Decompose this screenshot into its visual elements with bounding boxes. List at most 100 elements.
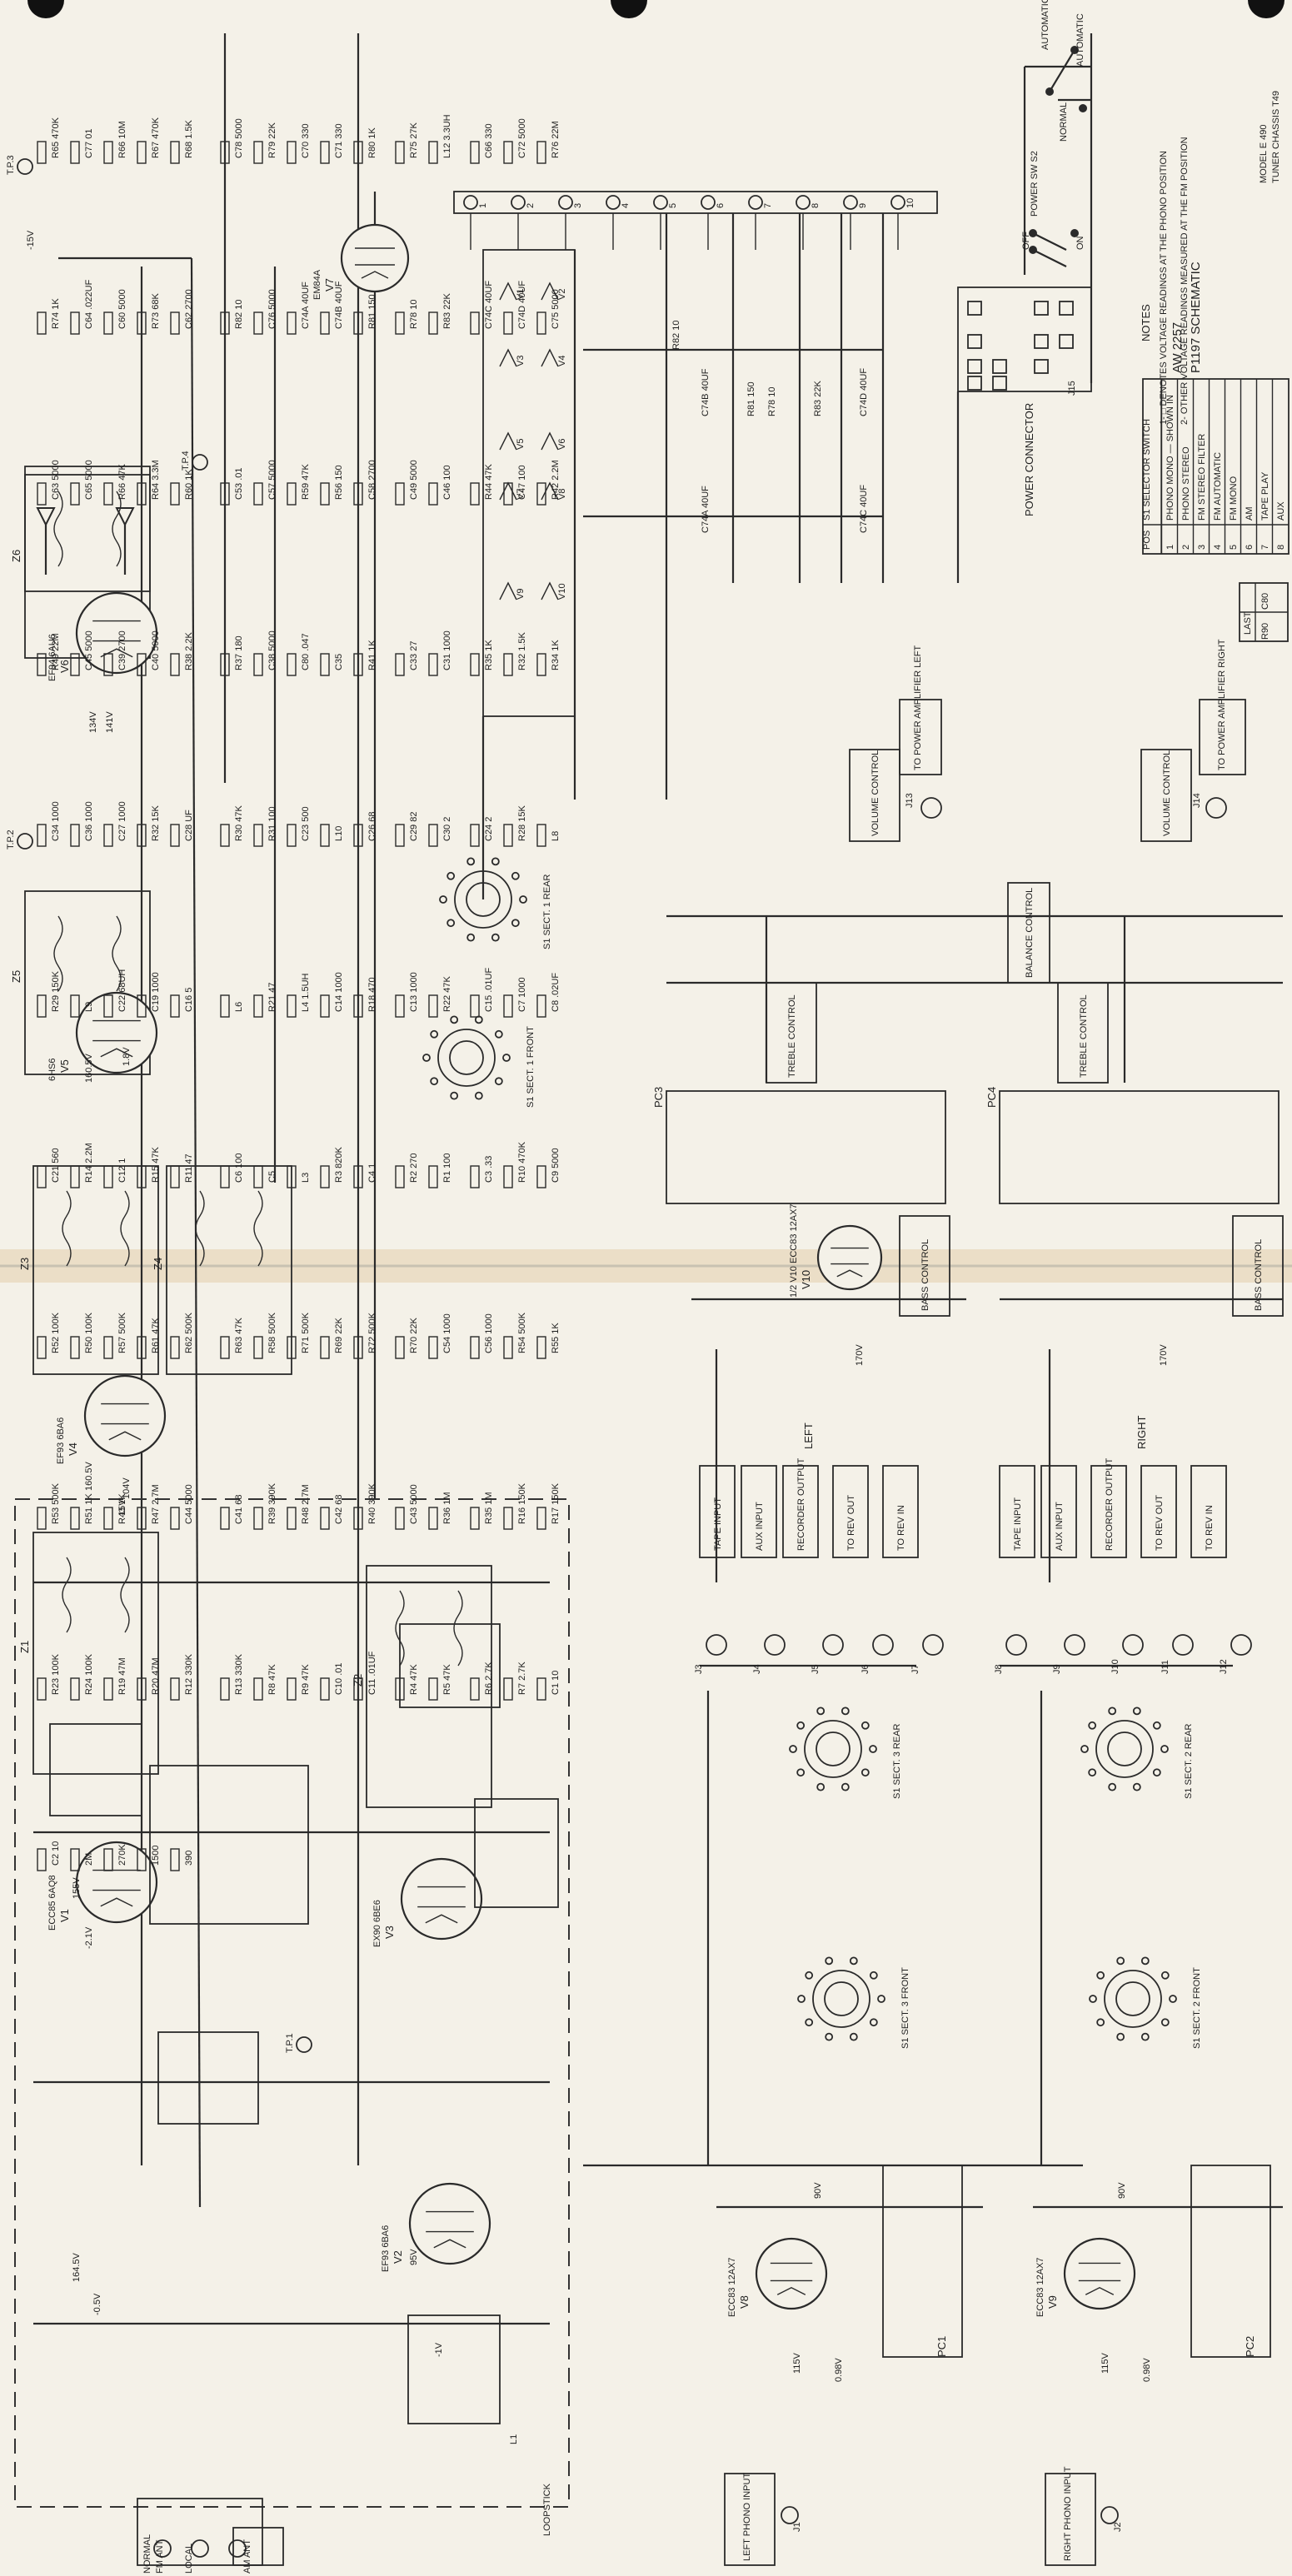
if-can-box [366,1565,492,1808]
component-label: L6 [234,1002,244,1012]
component-label: L9 [84,1002,94,1012]
tube-id: V7 [323,278,336,291]
pc2-label: PC2 [1244,2336,1256,2357]
last-label: LAST [1243,611,1253,635]
component-symbol [137,653,147,676]
component-label: C5 [267,1171,277,1183]
component-label: C14 1000 [334,972,344,1012]
volume-right-label: VOLUME CONTROL [1162,750,1172,836]
terminal [796,195,811,210]
component-label: R31 100 [267,806,277,841]
component-symbol [137,1507,147,1530]
jack-label: J3 [694,1664,704,1674]
ant-normal-label: NORMAL [142,2534,152,2574]
component-label: R69 22K [334,1318,344,1353]
component-label: R5 47K [442,1664,452,1695]
component-symbol [428,994,438,1018]
voltage-reading: -2.1V [84,1926,94,1949]
balance-label: BALANCE CONTROL [1025,888,1035,978]
component-label: R20 47M [151,1657,161,1695]
component-label: R44 47K [484,464,494,500]
component-symbol [320,482,330,506]
switch-rotor [824,1981,859,2016]
component-label: R1 100 [442,1153,452,1183]
left-input-box [882,1465,919,1558]
component-symbol [536,1507,546,1530]
terminal-number: 2 [526,203,536,208]
volume-left-box [849,749,900,842]
component-label: C72 5000 [517,118,527,158]
component-symbol [428,1507,438,1530]
chassis-number: TUNER CHASSIS T49 [1271,91,1281,183]
bass-right-box [1232,1215,1284,1317]
j2-label: J2 [1113,2522,1123,2532]
component-label: R34 1K [551,640,561,670]
component-label: R29 150K [51,970,61,1012]
switch-rotor [449,1040,484,1075]
component-label: C28 UF [184,810,194,841]
coil-symbol [453,1590,463,1667]
component-symbol [470,653,480,676]
tube-id: V6 [58,660,71,673]
right-phono-label: RIGHT PHONO INPUT [1063,2466,1073,2561]
coil-symbol [53,491,63,567]
component-symbol [70,1165,80,1188]
component-symbol [287,653,297,676]
component-label: R13 330K [234,1653,244,1695]
connector-pin [992,359,1007,374]
component-label: C30 2 [442,817,452,841]
heater-symbol [541,282,559,301]
vacuum-tube-symbol [816,1224,883,1291]
rca-jack [1064,1634,1085,1656]
voltage-reading: -0.5V [92,2293,102,2315]
inputs: LEFT PHONO INPUT RIGHT PHONO INPUT J1 J2… [137,2434,1123,2574]
component-label: R58 500K [267,1312,277,1353]
component-label: R79 22K [267,122,277,158]
component-symbol [287,994,297,1018]
notes-heading: NOTES [1140,304,1152,341]
component-symbol [287,311,297,335]
component-label: R38 2.2K [184,631,194,670]
heater-symbol [499,431,517,451]
voltage-reading: 170V [855,1344,865,1366]
component-label: C23 500 [301,806,311,841]
svg-text:R78 10: R78 10 [767,387,777,416]
terminal [653,195,668,210]
component-symbol [503,311,513,335]
component-label: C53 .01 [234,467,244,500]
component-symbol [103,1507,113,1530]
voltage-reading: -15V [26,230,36,250]
component-label: R32 15K [151,805,161,841]
component-label: C26 68 [367,812,377,841]
component-label: R65 470K [51,117,61,158]
svg-text:C74D 40UF: C74D 40UF [859,368,869,416]
component-symbol [320,824,330,847]
heater-symbol [499,282,517,301]
component-label: R18 470 [367,977,377,1012]
component-label: R76 22M [551,121,561,158]
component-symbol [170,311,180,335]
component-label: C57 5000 [267,460,277,500]
component-label: C65 5000 [84,460,94,500]
voltage-reading: 160.5V [84,1461,94,1491]
component-symbol [395,994,405,1018]
component-label: R39 390K [267,1482,277,1524]
component-symbol [320,1165,330,1188]
component-label: R14 2.2M [84,1143,94,1183]
volume-left-label: VOLUME CONTROL [870,750,880,836]
component-label: 2M [84,1853,94,1866]
left-input-box [699,1465,736,1558]
component-symbol [37,141,47,164]
component-symbol [253,311,263,335]
rca-jack [764,1634,786,1656]
component-symbol [470,1165,480,1188]
component-label: C8 .02UF [551,973,561,1012]
component-label: L3 [301,1173,311,1183]
component-label: R17 150K [551,1482,561,1524]
treble-right-box [1057,982,1109,1084]
voltage-reading: 115V [1100,2352,1110,2374]
off-label: OFF [1021,232,1031,250]
component-label: R78 10 [409,300,419,329]
component-label: C21 560 [51,1148,61,1183]
